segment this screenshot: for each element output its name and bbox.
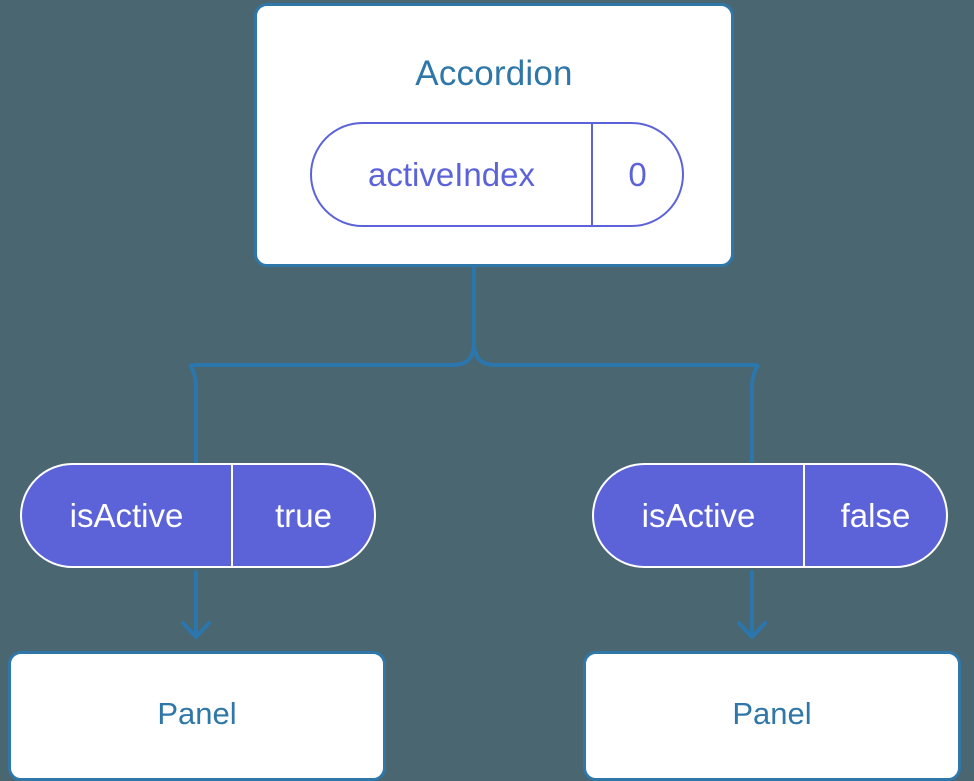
connector-fork-left	[218, 340, 476, 367]
active-index-prop-pill[interactable]: activeIndex 0	[310, 122, 684, 227]
is-active-value-left: true	[275, 496, 332, 534]
is-active-value-right: false	[840, 496, 911, 534]
panel-title-left: Panel	[157, 696, 237, 731]
arrow-head-left-icon	[181, 621, 211, 639]
connector-drop-left	[188, 363, 218, 463]
panel-card-right[interactable]: Panel	[583, 651, 961, 781]
is-active-key-right: isActive	[594, 465, 805, 566]
panel-card-left[interactable]: Panel	[8, 651, 386, 781]
panel-title-right: Panel	[732, 696, 812, 731]
accordion-card[interactable]: Accordion activeIndex 0	[254, 3, 734, 267]
accordion-title: Accordion	[415, 54, 573, 93]
active-index-key: activeIndex	[312, 124, 593, 225]
is-active-pill-right[interactable]: isActive false	[592, 463, 948, 568]
connector-fork-right	[472, 340, 730, 367]
connector-drop-right	[730, 363, 760, 463]
is-active-key-left: isActive	[22, 465, 233, 566]
arrow-head-right-icon	[737, 621, 767, 639]
is-active-pill-left[interactable]: isActive true	[20, 463, 376, 568]
active-index-value: 0	[628, 155, 647, 193]
